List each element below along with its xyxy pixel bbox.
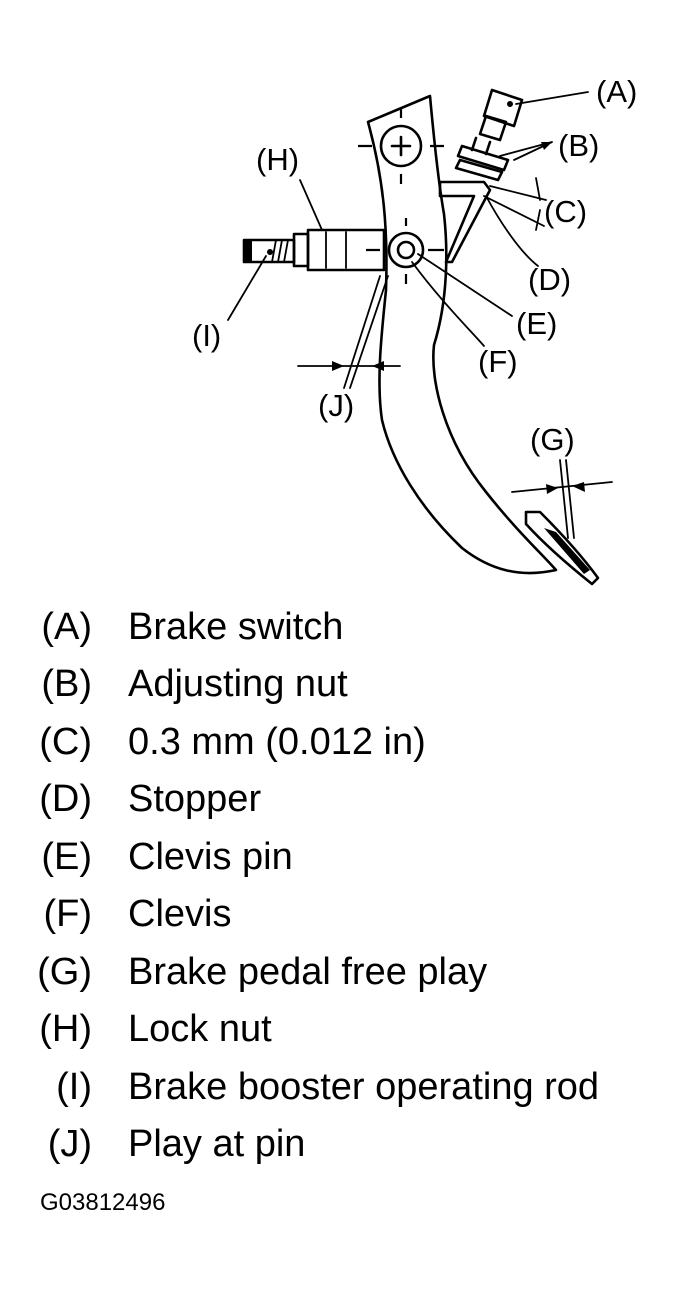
callout-c: (C) bbox=[544, 194, 587, 229]
pedal-pad bbox=[524, 510, 600, 586]
legend-description: Brake booster operating rod bbox=[128, 1066, 600, 1108]
legend-key: (I) bbox=[56, 1066, 92, 1108]
brake-pedal-diagram: (A) (B) (C) (D) (E) (F) (G) (H) (I) (J) bbox=[192, 74, 637, 586]
legend-key: (B) bbox=[41, 663, 92, 705]
legend-description: Adjusting nut bbox=[128, 663, 348, 705]
leader-lines bbox=[227, 91, 613, 539]
legend-row-j: (J) Play at pin bbox=[0, 1119, 679, 1169]
legend-description: 0.3 mm (0.012 in) bbox=[128, 721, 426, 763]
legend-row-e: (E) Clevis pin bbox=[0, 832, 679, 882]
callout-f: (F) bbox=[478, 344, 518, 379]
legend-key: (J) bbox=[47, 1123, 92, 1165]
callout-i: (I) bbox=[192, 318, 221, 353]
legend-key: (F) bbox=[43, 893, 92, 935]
legend-row-d: (D) Stopper bbox=[0, 774, 679, 824]
legend-row-g: (G) Brake pedal free play bbox=[0, 947, 679, 997]
legend-description: Lock nut bbox=[128, 1008, 272, 1050]
legend-key: (C) bbox=[39, 721, 92, 763]
brake-booster-operating-rod bbox=[242, 238, 296, 264]
legend-row-i: (I) Brake booster operating rod bbox=[0, 1062, 679, 1112]
clevis-pin bbox=[366, 218, 444, 284]
figure-id: G03812496 bbox=[40, 1189, 166, 1216]
legend-description: Stopper bbox=[128, 778, 262, 820]
callout-a: (A) bbox=[596, 74, 637, 109]
brake-switch bbox=[478, 88, 524, 142]
legend-description: Play at pin bbox=[128, 1123, 306, 1165]
legend-row-h: (H) Lock nut bbox=[0, 1004, 679, 1054]
legend-key: (G) bbox=[37, 951, 92, 993]
legend-description: Brake switch bbox=[128, 606, 344, 648]
callout-e: (E) bbox=[516, 306, 557, 341]
callout-b: (B) bbox=[558, 128, 599, 163]
legend-key: (D) bbox=[39, 778, 92, 820]
legend-row-a: (A) Brake switch bbox=[0, 602, 679, 652]
legend-description: Clevis pin bbox=[128, 836, 293, 878]
legend-description: Brake pedal free play bbox=[128, 951, 488, 993]
legend-row-f: (F) Clevis bbox=[0, 889, 679, 939]
callout-h: (H) bbox=[256, 142, 299, 177]
pivot-bolt bbox=[358, 108, 444, 184]
adjusting-nut bbox=[454, 136, 510, 182]
legend-description: Clevis bbox=[128, 893, 232, 935]
brake-pedal-arm bbox=[366, 94, 558, 575]
legend-key: (A) bbox=[41, 606, 92, 648]
legend-key: (E) bbox=[41, 836, 92, 878]
legend-key: (H) bbox=[39, 1008, 92, 1050]
callout-g: (G) bbox=[530, 422, 575, 457]
legend-row-c: (C) 0.3 mm (0.012 in) bbox=[0, 717, 679, 767]
callout-j: (J) bbox=[318, 388, 354, 423]
stopper bbox=[438, 180, 492, 264]
legend-row-b: (B) Adjusting nut bbox=[0, 659, 679, 709]
lock-nut bbox=[292, 232, 310, 268]
callout-d: (D) bbox=[528, 262, 571, 297]
